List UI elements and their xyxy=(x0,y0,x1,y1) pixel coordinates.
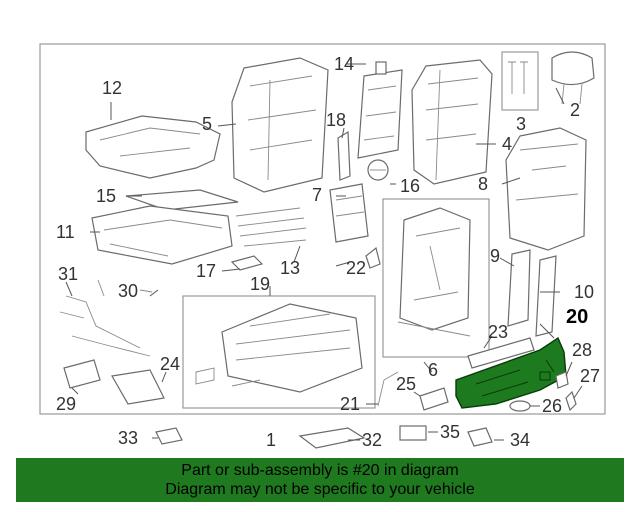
label-5: 5 xyxy=(202,114,212,134)
frame-19-box xyxy=(182,295,376,409)
label-32: 32 xyxy=(362,430,382,450)
label-22: 22 xyxy=(346,258,366,278)
label-13: 13 xyxy=(280,258,300,278)
part-22-clip[interactable] xyxy=(365,246,381,269)
part-34-clip[interactable] xyxy=(467,427,493,447)
label-12: 12 xyxy=(102,78,122,98)
label-29: 29 xyxy=(56,394,76,414)
label-2: 2 xyxy=(570,100,580,120)
part-28-cap[interactable] xyxy=(555,371,569,389)
label-26: 26 xyxy=(542,396,562,416)
outer-frame xyxy=(39,43,606,415)
part-33-cap[interactable] xyxy=(155,427,183,445)
label-18: 18 xyxy=(326,110,346,130)
label-24: 24 xyxy=(160,354,180,374)
label-3: 3 xyxy=(516,114,526,134)
label-16: 16 xyxy=(400,176,420,196)
label-7: 7 xyxy=(312,185,322,205)
label-27: 27 xyxy=(580,366,600,386)
label-17: 17 xyxy=(196,261,216,281)
part-31-harness[interactable] xyxy=(59,295,151,357)
label-8: 8 xyxy=(478,174,488,194)
part-30-clip[interactable] xyxy=(97,279,153,297)
label-30: 30 xyxy=(118,281,138,301)
part-7-mechanism[interactable] xyxy=(329,183,369,243)
part-5-back-pad[interactable] xyxy=(231,57,329,193)
frame-6-box xyxy=(382,198,490,358)
parts-diagram: 1 2 3 4 5 6 7 8 9 10 11 12 13 14 15 16 1… xyxy=(39,43,606,450)
label-20: 20 xyxy=(566,306,588,328)
part-16-motor[interactable] xyxy=(367,159,389,181)
label-15: 15 xyxy=(96,186,116,206)
banner-line-1: Part or sub-assembly is #20 in diagram xyxy=(181,462,459,479)
label-34: 34 xyxy=(510,430,530,450)
info-banner: Part or sub-assembly is #20 in diagram D… xyxy=(16,458,624,502)
part-20-outer-trim-panel[interactable] xyxy=(455,336,567,409)
leader-lines xyxy=(65,63,583,441)
label-9: 9 xyxy=(490,246,500,266)
label-1: 1 xyxy=(266,430,276,450)
label-21: 21 xyxy=(340,394,360,414)
label-11: 11 xyxy=(56,222,75,242)
banner-line-2: Diagram may not be specific to your vehi… xyxy=(165,481,475,498)
part-12-cushion-pad[interactable] xyxy=(85,115,221,179)
part-17-pad[interactable] xyxy=(230,255,264,271)
part-15-mat[interactable] xyxy=(125,189,239,211)
part-10-trim[interactable] xyxy=(535,255,557,337)
label-6: 6 xyxy=(428,360,438,380)
part-6-back-frame[interactable] xyxy=(397,207,471,337)
part-29-module[interactable] xyxy=(63,359,101,389)
part-18-bracket[interactable] xyxy=(337,130,351,181)
part-27-cap[interactable] xyxy=(565,390,577,412)
label-14: 14 xyxy=(334,54,354,74)
part-32-cover[interactable] xyxy=(298,427,366,449)
part-11-cushion-frame[interactable] xyxy=(91,205,233,265)
part-3-fasteners[interactable] xyxy=(501,51,539,111)
label-31: 31 xyxy=(58,264,78,284)
part-23-cover-strip[interactable] xyxy=(467,337,535,369)
callout-labels: 1 2 3 4 5 6 7 8 9 10 11 12 13 14 15 16 1… xyxy=(56,54,600,450)
part-25-bracket[interactable] xyxy=(419,387,449,411)
part-21-cable[interactable] xyxy=(377,371,399,407)
label-10: 10 xyxy=(574,282,594,302)
label-35: 35 xyxy=(440,422,460,442)
part-14-panel[interactable] xyxy=(357,61,403,159)
part-9-trim[interactable] xyxy=(507,249,531,327)
part-24-bracket[interactable] xyxy=(111,369,165,405)
label-19: 19 xyxy=(250,274,270,294)
part-4-back-panel[interactable] xyxy=(411,59,493,185)
part-19-seat-adjuster[interactable] xyxy=(195,303,363,393)
label-23: 23 xyxy=(488,322,508,342)
part-26-cap[interactable] xyxy=(509,400,531,412)
part-13-springs[interactable] xyxy=(235,207,307,247)
label-28: 28 xyxy=(572,340,592,360)
label-4: 4 xyxy=(502,134,512,154)
label-25: 25 xyxy=(396,374,416,394)
part-35-module[interactable] xyxy=(399,425,427,441)
part-2-headrest[interactable] xyxy=(551,51,595,105)
part-8-back-frame[interactable] xyxy=(505,127,587,251)
label-33: 33 xyxy=(118,428,138,448)
